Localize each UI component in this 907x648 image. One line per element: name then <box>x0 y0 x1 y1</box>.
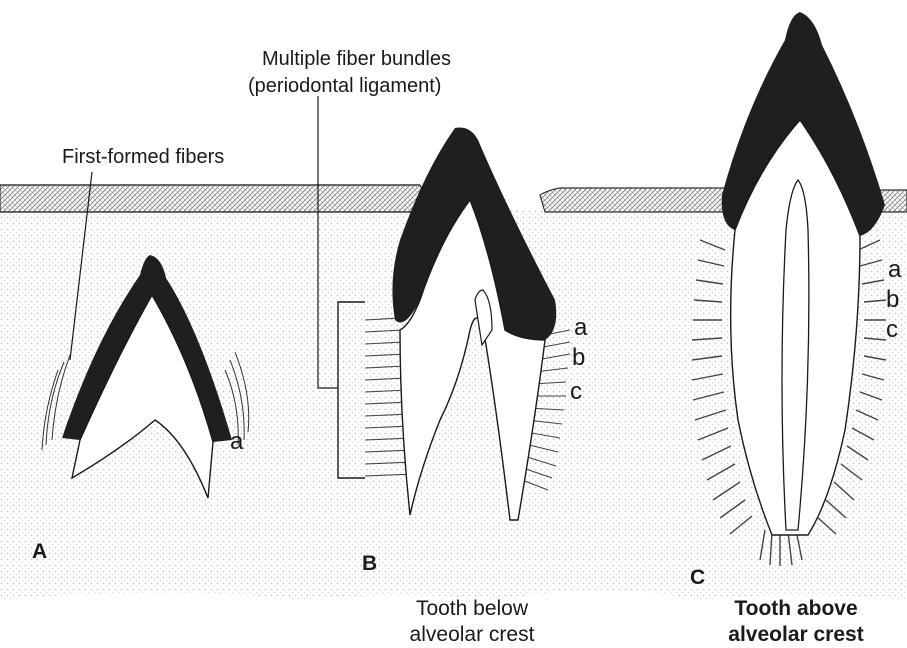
label-first-formed-fibers: First-formed fibers <box>62 146 224 169</box>
panel-label-a: A <box>32 540 47 564</box>
fiber-label-c-tooth-c: c <box>886 316 898 344</box>
caption-tooth-c-line2: alveolar crest <box>706 622 886 648</box>
fiber-label-c-tooth-b: c <box>570 378 582 406</box>
caption-tooth-b: Tooth below alveolar crest <box>382 596 562 648</box>
caption-tooth-b-line1: Tooth below <box>382 596 562 622</box>
fiber-label-a-tooth-c: a <box>888 256 901 284</box>
panel-label-b: B <box>362 552 377 576</box>
fiber-label-b-tooth-b: b <box>572 344 585 372</box>
fiber-label-a-tooth-a: a <box>230 428 243 456</box>
fiber-label-b-tooth-c: b <box>886 286 899 314</box>
caption-tooth-c-line1: Tooth above <box>706 596 886 622</box>
panel-label-c: C <box>690 566 705 590</box>
fiber-label-a-tooth-b: a <box>574 314 587 342</box>
caption-tooth-b-line2: alveolar crest <box>382 622 562 648</box>
caption-tooth-c: Tooth above alveolar crest <box>706 596 886 648</box>
label-multiple-fiber-bundles: Multiple fiber bundles <box>262 48 451 71</box>
label-periodontal-ligament: (periodontal ligament) <box>248 75 441 98</box>
